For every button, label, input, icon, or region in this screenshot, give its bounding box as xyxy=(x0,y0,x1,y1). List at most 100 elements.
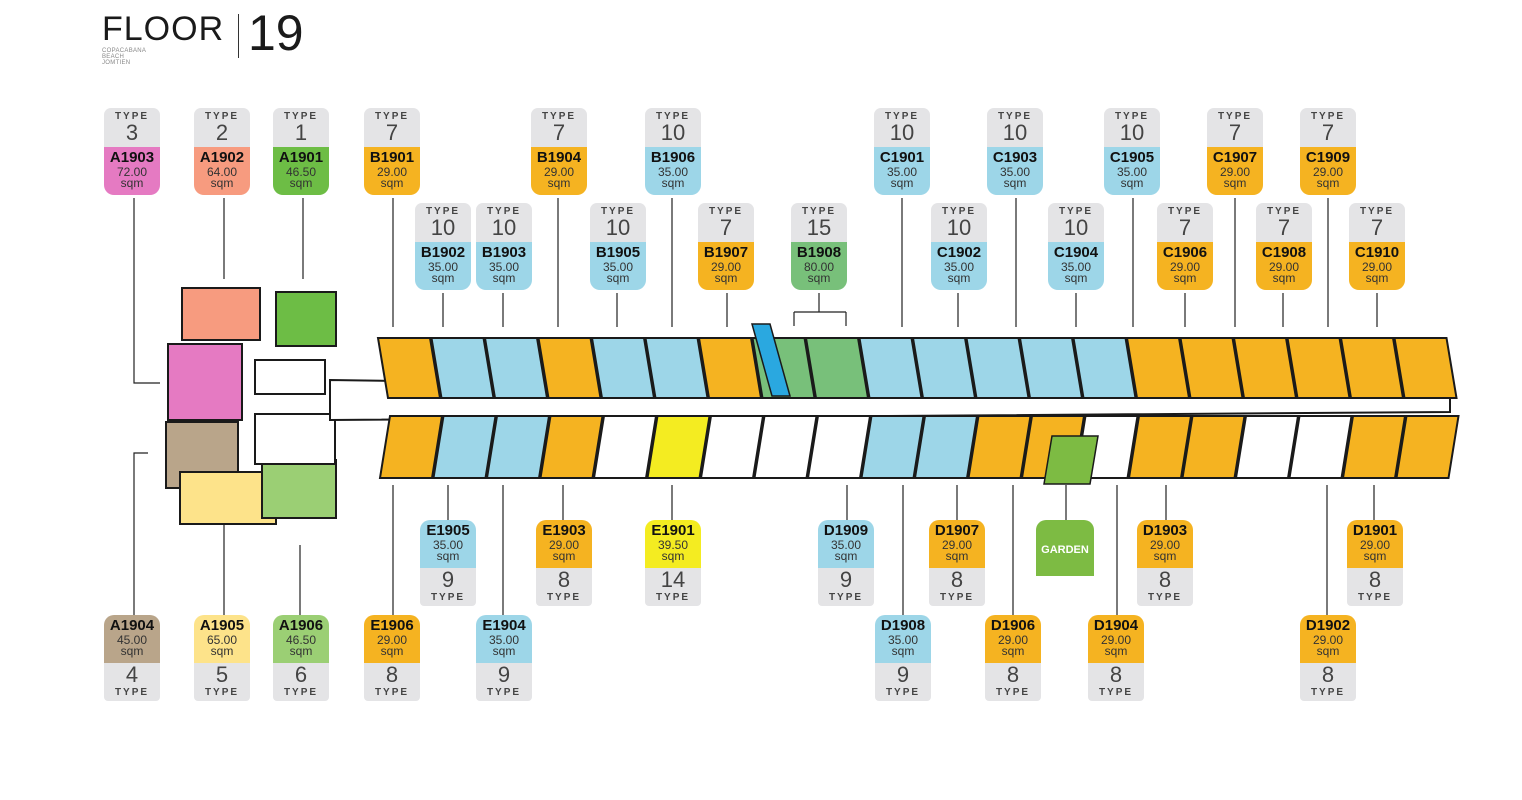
leader-line xyxy=(133,198,160,384)
unit-sqm-label: sqm xyxy=(210,176,234,190)
unit-id: A1902 xyxy=(199,149,245,166)
type-word: TYPE xyxy=(884,111,920,122)
unit-area: 29.00 xyxy=(941,538,973,552)
unit-area: 72.00 xyxy=(116,165,148,179)
unit-sqm-label: sqm xyxy=(890,176,914,190)
unit-sqm-label: sqm xyxy=(891,644,915,658)
type-number: 10 xyxy=(1002,120,1028,145)
unit-area: 64.00 xyxy=(206,165,238,179)
north-unit-block xyxy=(1179,337,1244,399)
north-unit-block xyxy=(1232,337,1298,399)
south-unit-block xyxy=(592,415,658,479)
south-unit-block xyxy=(432,415,497,479)
type-number: 5 xyxy=(215,662,229,687)
type-word: TYPE xyxy=(1266,206,1302,217)
type-word: TYPE xyxy=(1167,206,1203,217)
unit-sqm-label: sqm xyxy=(289,644,313,658)
type-word: TYPE xyxy=(600,206,636,217)
unit-id: D1903 xyxy=(1142,522,1188,539)
unit-sqm-label: sqm xyxy=(380,644,404,658)
type-word: TYPE xyxy=(939,592,975,603)
south-unit-block xyxy=(1234,415,1300,479)
unit-sqm-label: sqm xyxy=(436,549,460,563)
type-word: TYPE xyxy=(1114,111,1150,122)
unit-sqm-label: sqm xyxy=(1153,549,1177,563)
type-number: 9 xyxy=(896,662,910,687)
south-unit-block xyxy=(967,415,1032,479)
unit-id: B1902 xyxy=(420,244,466,261)
north-unit-block xyxy=(1072,337,1137,399)
type-word: TYPE xyxy=(1357,592,1393,603)
unit-id: A1906 xyxy=(278,617,324,634)
type-number: 7 xyxy=(385,120,399,145)
north-unit-block xyxy=(1125,337,1191,399)
type-word: TYPE xyxy=(1147,592,1183,603)
south-unit-block xyxy=(913,415,979,479)
type-word: TYPE xyxy=(941,206,977,217)
south-unit-block xyxy=(860,415,925,479)
unit-area: 29.00 xyxy=(1219,165,1251,179)
type-number: 14 xyxy=(660,567,686,592)
unit-id: C1904 xyxy=(1053,244,1099,261)
type-number: 10 xyxy=(605,215,631,240)
leader-line xyxy=(793,293,847,326)
north-unit-block xyxy=(644,337,709,399)
unit-id: C1910 xyxy=(1354,244,1400,261)
type-number: 6 xyxy=(294,662,308,687)
unit-id: C1902 xyxy=(936,244,982,261)
unit-sqm-label: sqm xyxy=(120,176,144,190)
type-number: 7 xyxy=(1370,215,1384,240)
unit-sqm-label: sqm xyxy=(1363,549,1387,563)
unit-area: 35.00 xyxy=(999,165,1031,179)
type-word: TYPE xyxy=(1217,111,1253,122)
unit-area: 29.00 xyxy=(1312,165,1344,179)
type-number: 8 xyxy=(385,662,399,687)
project-subtitle: COPACABANA BEACH JOMTIEN xyxy=(102,48,146,66)
type-word: TYPE xyxy=(374,111,410,122)
unit-area: 29.00 xyxy=(543,165,575,179)
unit-id: E1904 xyxy=(482,617,526,634)
unit-area: 35.00 xyxy=(602,260,634,274)
unit-sqm-label: sqm xyxy=(431,271,455,285)
type-number: 7 xyxy=(719,215,733,240)
unit-sqm-label: sqm xyxy=(947,271,971,285)
unit-block-a1903 xyxy=(167,343,243,421)
type-word: TYPE xyxy=(997,111,1033,122)
type-number: 10 xyxy=(889,120,915,145)
north-unit-block xyxy=(1339,337,1405,399)
